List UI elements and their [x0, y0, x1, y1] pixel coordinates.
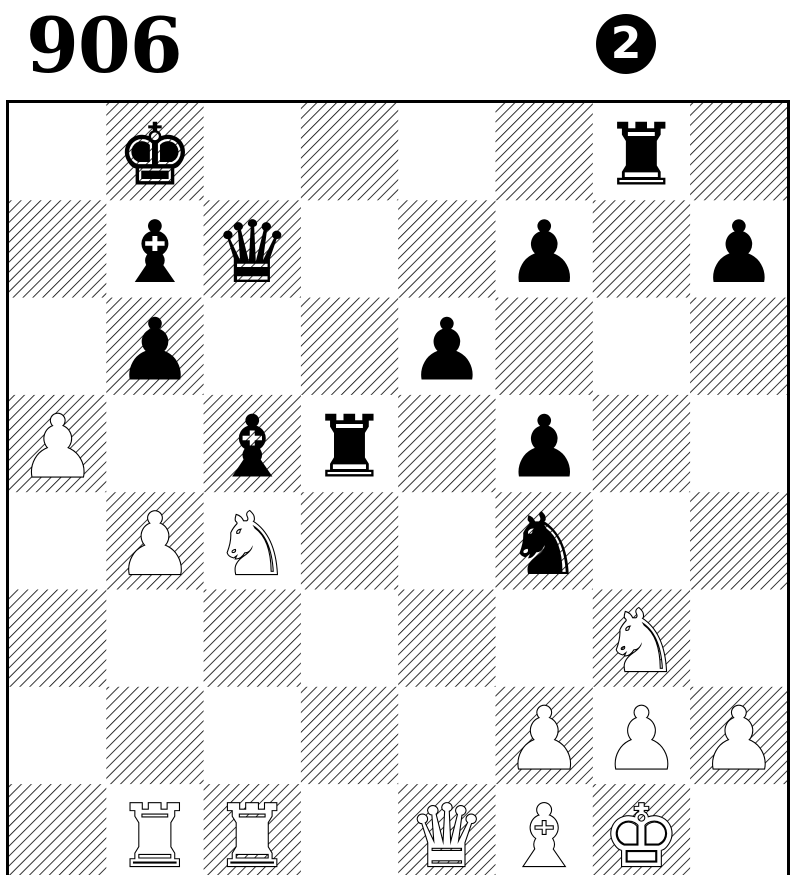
square-f7[interactable] [495, 200, 594, 299]
square-b3[interactable] [106, 589, 205, 688]
white-knight-g3[interactable]: ♞ [602, 591, 681, 693]
square-d3[interactable] [300, 589, 399, 688]
square-g4[interactable] [592, 492, 691, 590]
square-d5[interactable] [300, 394, 399, 493]
square-b2[interactable] [106, 686, 205, 785]
square-a2[interactable] [9, 686, 107, 785]
board-pieces: ♚♜♝♛♟♟♟♟♟♝♜♟♟♞♞♞♟♟♟♜♜♛♝♚ [18, 106, 778, 875]
white-pawn-f2[interactable]: ♟ [504, 688, 583, 790]
square-e4[interactable] [398, 492, 496, 590]
black-pawn-h7[interactable]: ♟ [700, 203, 777, 303]
square-h3[interactable] [690, 589, 787, 688]
white-king-g1[interactable]: ♚ [602, 786, 681, 875]
black-rook-d5[interactable]: ♜ [311, 398, 388, 498]
white-rook-b1[interactable]: ♜ [115, 786, 194, 875]
white-bishop-f1[interactable]: ♝ [504, 786, 583, 875]
square-h8[interactable] [690, 103, 787, 201]
square-d7[interactable] [300, 200, 399, 299]
square-c7[interactable] [203, 200, 302, 299]
square-f1[interactable] [495, 784, 594, 875]
square-a4[interactable] [9, 492, 107, 590]
square-a8[interactable] [9, 103, 107, 201]
square-b4[interactable] [106, 492, 205, 590]
side-to-move-badge: 2 [596, 14, 656, 74]
square-h1[interactable] [690, 784, 787, 875]
white-knight-c4[interactable]: ♞ [213, 494, 292, 596]
square-e8[interactable] [398, 103, 496, 201]
black-pawn-f7[interactable]: ♟ [506, 203, 583, 303]
square-g6[interactable] [592, 297, 691, 396]
square-e1[interactable] [398, 784, 496, 875]
square-c1[interactable] [203, 784, 302, 875]
puzzle-header: 906 2 [0, 0, 794, 100]
square-g2[interactable] [592, 686, 691, 785]
square-a5[interactable] [9, 394, 107, 493]
chess-board-svg: ♚♜♝♛♟♟♟♟♟♝♜♟♟♞♞♞♟♟♟♜♜♛♝♚ [9, 103, 787, 875]
square-d2[interactable] [300, 686, 399, 785]
square-b6[interactable] [106, 297, 205, 396]
square-g3[interactable] [592, 589, 691, 688]
square-h2[interactable] [690, 686, 787, 785]
square-d1[interactable] [300, 784, 399, 875]
square-d6[interactable] [300, 297, 399, 396]
white-pawn-a5[interactable]: ♟ [18, 396, 97, 498]
square-c4[interactable] [203, 492, 302, 590]
square-d8[interactable] [300, 103, 399, 201]
black-bishop-c5[interactable]: ♝ [214, 398, 291, 498]
square-c6[interactable] [203, 297, 302, 396]
black-pawn-b6[interactable]: ♟ [116, 300, 193, 400]
black-queen-c7[interactable]: ♛ [214, 203, 291, 303]
square-a6[interactable] [9, 297, 107, 396]
white-rook-c1[interactable]: ♜ [213, 786, 292, 875]
square-a7[interactable] [9, 200, 107, 299]
square-e6[interactable] [398, 297, 496, 396]
white-queen-e1[interactable]: ♛ [407, 786, 486, 875]
black-knight-f4[interactable]: ♞ [506, 495, 583, 595]
square-f2[interactable] [495, 686, 594, 785]
square-f4[interactable] [495, 492, 594, 590]
white-pawn-h2[interactable]: ♟ [699, 688, 778, 790]
square-b8[interactable] [106, 103, 205, 201]
square-b7[interactable] [106, 200, 205, 299]
square-e3[interactable] [398, 589, 496, 688]
chess-board: ♚♜♝♛♟♟♟♟♟♝♜♟♟♞♞♞♟♟♟♜♜♛♝♚ [6, 100, 790, 875]
black-bishop-b7[interactable]: ♝ [116, 203, 193, 303]
square-c5[interactable] [203, 394, 302, 493]
square-c8[interactable] [203, 103, 302, 201]
puzzle-number: 906 [26, 1, 183, 90]
square-a1[interactable] [9, 784, 107, 875]
square-b1[interactable] [106, 784, 205, 875]
square-h6[interactable] [690, 297, 787, 396]
white-pawn-g2[interactable]: ♟ [602, 688, 681, 790]
square-a3[interactable] [9, 589, 107, 688]
black-pawn-e6[interactable]: ♟ [408, 300, 485, 400]
board-squares [9, 103, 787, 875]
square-f6[interactable] [495, 297, 594, 396]
square-b5[interactable] [106, 394, 205, 493]
white-pawn-b4[interactable]: ♟ [115, 494, 194, 596]
square-c2[interactable] [203, 686, 302, 785]
black-pawn-f5[interactable]: ♟ [506, 398, 583, 498]
square-g5[interactable] [592, 394, 691, 493]
black-rook-g8[interactable]: ♜ [603, 106, 680, 206]
square-c3[interactable] [203, 589, 302, 688]
square-h7[interactable] [690, 200, 787, 299]
square-h5[interactable] [690, 394, 787, 493]
square-e2[interactable] [398, 686, 496, 785]
square-h4[interactable] [690, 492, 787, 590]
square-f8[interactable] [495, 103, 594, 201]
square-g7[interactable] [592, 200, 691, 299]
square-g1[interactable] [592, 784, 691, 875]
square-e5[interactable] [398, 394, 496, 493]
square-g8[interactable] [592, 103, 691, 201]
square-f3[interactable] [495, 589, 594, 688]
black-king-b8[interactable]: ♚ [116, 106, 193, 206]
square-d4[interactable] [300, 492, 399, 590]
square-f5[interactable] [495, 394, 594, 493]
square-e7[interactable] [398, 200, 496, 299]
